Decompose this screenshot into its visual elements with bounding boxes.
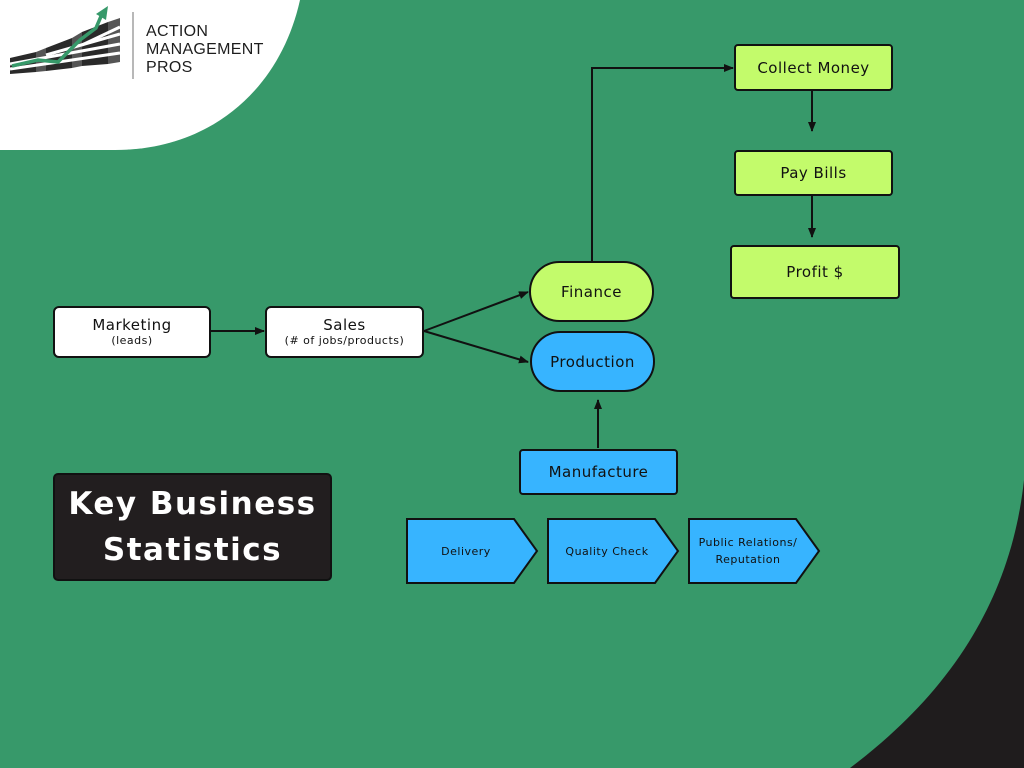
node-pay-bills-label: Pay Bills (780, 164, 847, 182)
chevron-quality-check (547, 518, 680, 584)
node-sales: Sales (# of jobs/products) (265, 306, 424, 358)
chevrons (406, 518, 821, 584)
chevron-public-relations-label: Public Relations/ Reputation (698, 536, 798, 566)
node-profit-label: Profit $ (786, 263, 844, 281)
chevron-delivery-label: Delivery (441, 544, 491, 558)
logo-growth-arrow-icon (11, 13, 104, 68)
key-business-statistics-title: Key Business Statistics (53, 473, 332, 581)
chevron-delivery (406, 518, 539, 584)
node-marketing: Marketing (leads) (53, 306, 211, 358)
node-marketing-sub: (leads) (111, 334, 153, 347)
node-pay-bills: Pay Bills (734, 150, 893, 196)
node-manufacture-label: Manufacture (548, 463, 649, 481)
connector-sales-production (423, 330, 529, 364)
node-production-label: Production (550, 352, 635, 371)
logo-mark (9, 6, 134, 79)
connector-finance-collect (591, 64, 734, 261)
node-finance: Finance (529, 261, 654, 322)
node-manufacture: Manufacture (519, 449, 678, 495)
node-sales-label: Sales (323, 316, 366, 334)
logo-text: ACTION MANAGEMENT PROS (146, 23, 264, 77)
node-collect-money-label: Collect Money (757, 58, 870, 77)
node-marketing-label: Marketing (92, 316, 172, 334)
logo-line-1: ACTION (146, 23, 209, 40)
chevron-quality-check-label: Quality Check (565, 544, 649, 558)
connector-sales-finance (423, 291, 529, 332)
logo-line-2: MANAGEMENT (146, 41, 264, 58)
logo-arrow-tip-icon (96, 6, 108, 20)
connectors (211, 64, 816, 448)
node-collect-money: Collect Money (734, 44, 893, 91)
logo-line-3: PROS (146, 59, 193, 76)
node-finance-label: Finance (561, 282, 622, 301)
node-production: Production (530, 331, 655, 392)
chevron-public-relations (688, 518, 821, 584)
node-profit: Profit $ (730, 245, 900, 299)
node-sales-sub: (# of jobs/products) (284, 334, 405, 347)
